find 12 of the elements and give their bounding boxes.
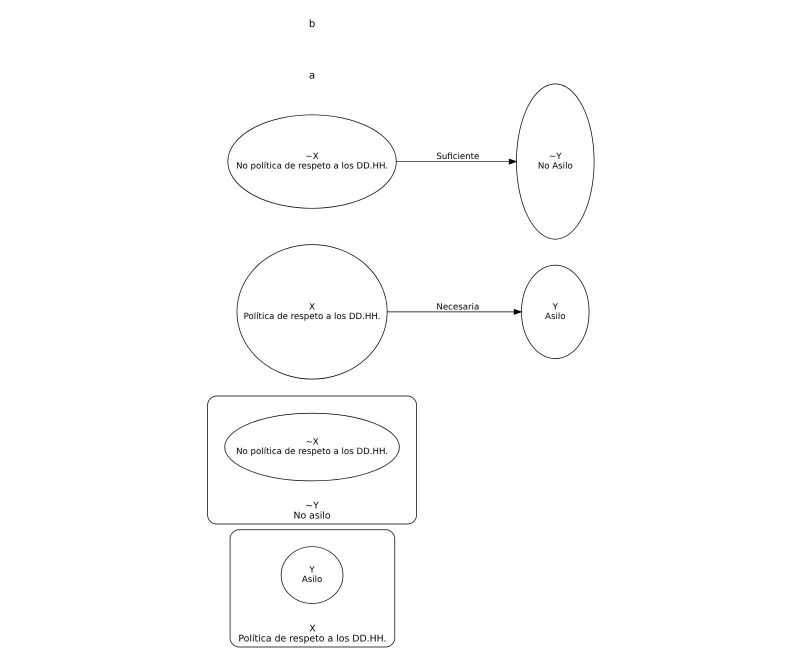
node-circle: Y Asilo [280, 546, 343, 604]
node-ellipse: Y Asilo [520, 264, 589, 359]
node-ellipse: ~X No política de respeto a los DD.HH. [226, 114, 396, 209]
arrow [395, 158, 517, 165]
node-ellipse: X Política de respeto a los DD.HH. [236, 244, 388, 380]
label: b [308, 18, 315, 30]
edge-label: Necesaria [436, 302, 479, 312]
edge-label: Suficiente [436, 152, 479, 162]
arrow [386, 308, 522, 315]
node-ellipse: ~X No política de respeto a los DD.HH. [224, 412, 400, 482]
label: a [308, 70, 315, 82]
node-ellipse: ~Y No Asilo [516, 84, 594, 240]
